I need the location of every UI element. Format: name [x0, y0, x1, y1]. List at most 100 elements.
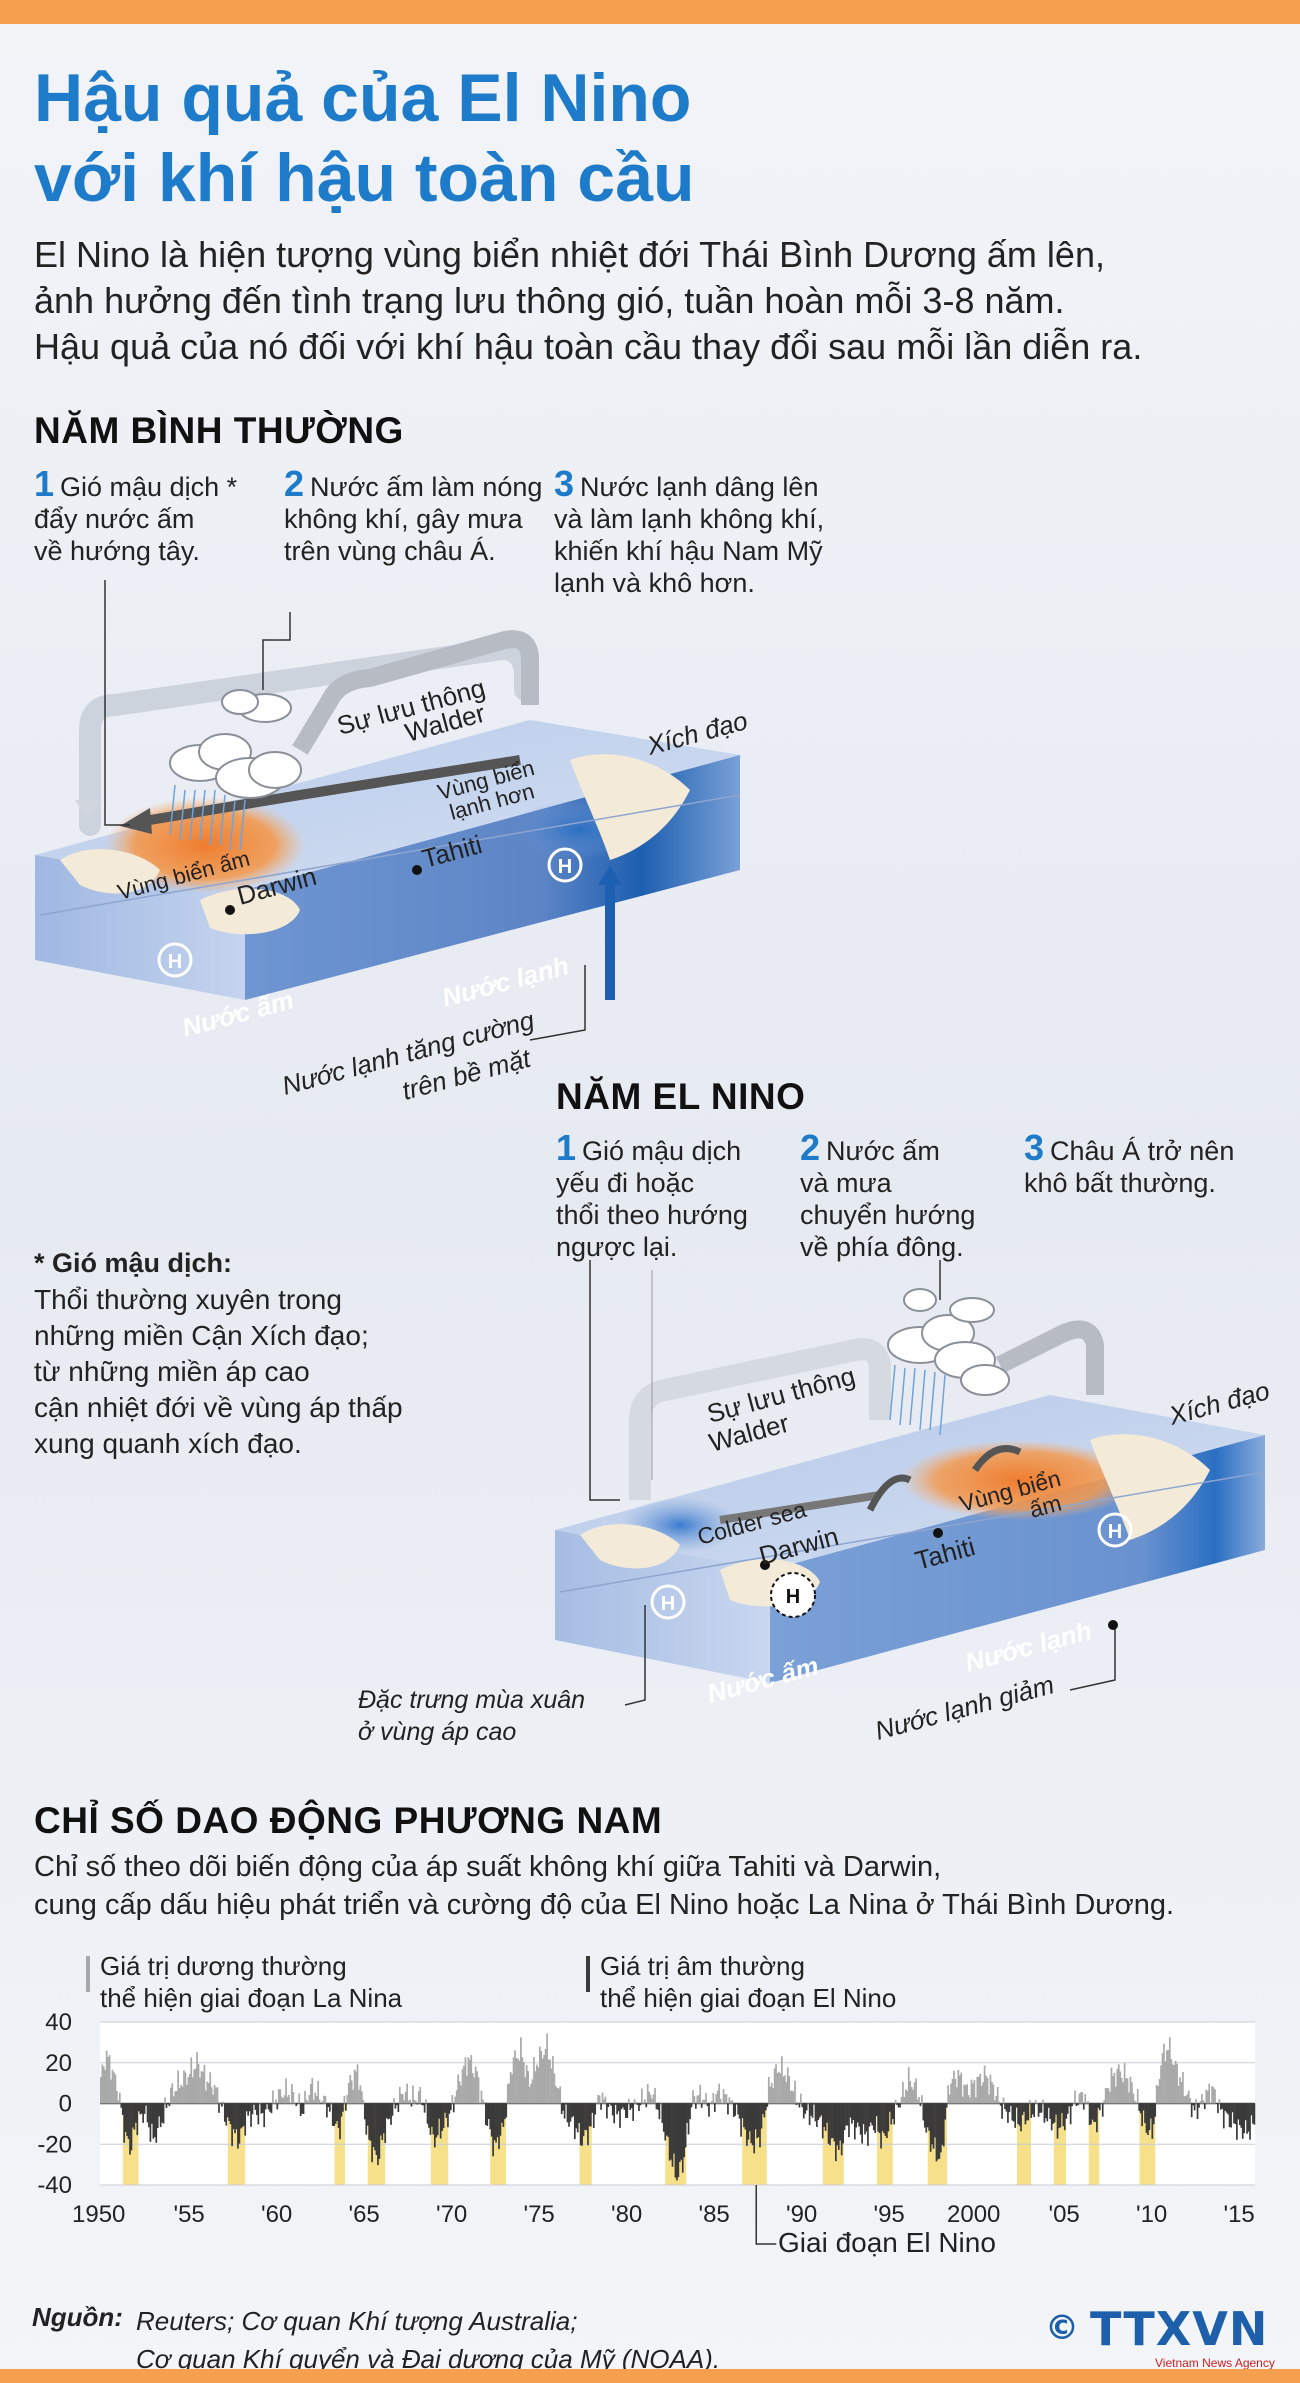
positive-bar: [660, 2102, 662, 2104]
negative-bar: [388, 2103, 391, 2119]
positive-bar: [298, 2093, 301, 2104]
negative-bar: [922, 2103, 925, 2121]
positive-bar: [552, 2056, 554, 2104]
negative-bar: [375, 2103, 378, 2155]
positive-bar: [1133, 2100, 1136, 2104]
negative-bar: [499, 2103, 502, 2136]
negative-bar: [938, 2103, 941, 2159]
positive-bar: [315, 2096, 318, 2104]
equator-line: [39, 794, 741, 916]
negative-bar: [670, 2103, 672, 2160]
negative-bar: [585, 2103, 588, 2131]
negative-bar: [1246, 2103, 1248, 2134]
negative-bar: [655, 2103, 658, 2110]
positive-bar: [407, 2100, 410, 2104]
negative-bar: [1050, 2103, 1053, 2131]
negative-bar: [687, 2103, 690, 2135]
positive-bar: [1214, 2089, 1216, 2104]
negative-bar: [689, 2103, 691, 2120]
positive-bar: [543, 2054, 546, 2104]
negative-bar: [941, 2103, 944, 2145]
negative-bar: [1228, 2103, 1231, 2128]
negative-bar: [856, 2103, 859, 2123]
positive-bar: [1157, 2086, 1159, 2104]
positive-bar: [117, 2100, 120, 2104]
negative-bar: [934, 2103, 936, 2138]
negative-bar: [840, 2103, 843, 2156]
negative-bar: [843, 2103, 846, 2131]
negative-bar: [859, 2103, 862, 2135]
negative-bar: [1224, 2103, 1227, 2111]
negative-bar: [741, 2103, 744, 2119]
positive-bar: [107, 2057, 109, 2104]
negative-bar: [257, 2103, 260, 2125]
negative-bar: [579, 2103, 582, 2146]
positive-bar: [355, 2071, 357, 2104]
negative-bar: [891, 2103, 894, 2120]
positive-bar: [520, 2037, 522, 2104]
positive-bar: [541, 2058, 544, 2104]
negative-bar: [638, 2103, 640, 2112]
positive-bar: [996, 2087, 999, 2104]
negative-bar: [124, 2103, 127, 2132]
positive-bar: [205, 2090, 207, 2104]
negative-bar: [888, 2103, 891, 2112]
walker-loop-east: [995, 1320, 1104, 1395]
source-text: Reuters; Cơ quan Khí tượng Australia; Cơ…: [136, 2302, 836, 2378]
legend-text: Giá trị dương thường: [100, 1951, 347, 1981]
positive-bar: [187, 2077, 190, 2104]
tahiti-dot: [933, 1528, 943, 1538]
negative-bar: [136, 2103, 139, 2136]
x-tick-label: '75: [524, 2201, 555, 2228]
negative-bar: [372, 2103, 375, 2147]
negative-bar: [139, 2103, 142, 2115]
positive-bar: [648, 2091, 651, 2104]
positive-bar: [528, 2086, 531, 2104]
positive-bar: [699, 2084, 702, 2104]
soi-bars: [100, 2033, 1256, 2181]
negative-bar: [167, 2103, 169, 2105]
positive-bar: [791, 2090, 793, 2104]
negative-bar: [810, 2103, 812, 2116]
positive-bar: [213, 2085, 216, 2104]
negative-bar: [855, 2103, 858, 2128]
negative-bar: [747, 2103, 750, 2140]
negative-bar: [263, 2103, 266, 2128]
negative-bar: [223, 2103, 226, 2122]
positive-bar: [1129, 2076, 1132, 2104]
cold-reduced-dot: [1108, 1620, 1118, 1630]
negative-bar: [1017, 2103, 1019, 2125]
negative-bar: [429, 2103, 432, 2135]
step-text: Gió mậu dịch: [582, 1136, 742, 1166]
negative-bar: [135, 2103, 137, 2123]
positive-bar: [172, 2096, 175, 2104]
negative-bar: [1071, 2103, 1073, 2107]
negative-bar: [161, 2103, 163, 2123]
step-text: đẩy nước ấm: [34, 504, 195, 534]
positive-bar: [992, 2084, 995, 2104]
negative-bar: [695, 2103, 697, 2109]
footnote-title: * Gió mậu dịch:: [34, 1248, 233, 1278]
negative-bar: [1063, 2103, 1066, 2131]
negative-bar: [760, 2103, 763, 2129]
negative-bar: [623, 2103, 626, 2110]
step-number: 2: [800, 1127, 821, 1168]
positive-bar: [724, 2094, 726, 2104]
positive-bar: [540, 2050, 543, 2104]
positive-bar: [222, 2101, 225, 2104]
negative-bar: [826, 2103, 828, 2123]
high-pressure-marker: H: [547, 847, 583, 883]
positive-bar: [346, 2095, 349, 2104]
negative-bar: [238, 2103, 241, 2144]
negative-bar: [296, 2103, 299, 2104]
negative-bar: [1221, 2103, 1224, 2109]
negative-bar: [123, 2103, 126, 2143]
positive-bar: [967, 2094, 970, 2104]
x-tick-label: '15: [1224, 2201, 1255, 2228]
reverse-wind-arrow: [972, 1445, 1022, 1473]
negative-bar: [824, 2103, 827, 2131]
negative-bar: [613, 2103, 616, 2124]
positive-bar: [918, 2097, 920, 2104]
step-text: chuyển hướng: [800, 1200, 976, 1230]
